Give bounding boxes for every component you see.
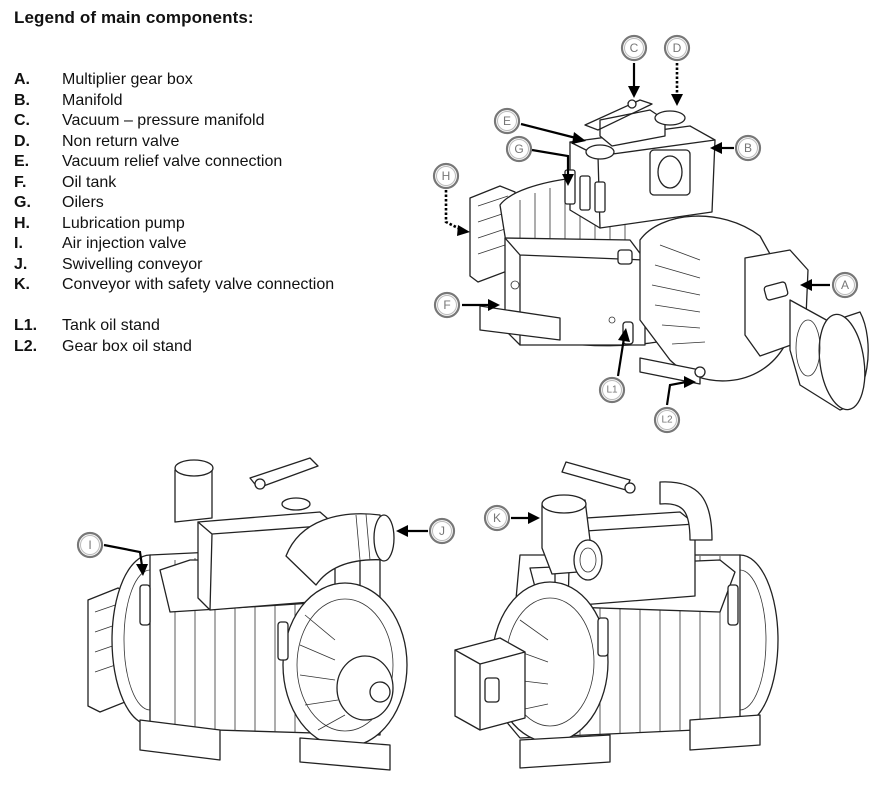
legend-key: C. — [14, 112, 30, 129]
legend-text: Air injection valve — [62, 235, 187, 252]
callout-h: H — [432, 162, 460, 190]
legend-text: Manifold — [62, 91, 123, 109]
legend-key: B. — [14, 91, 30, 109]
callout-d-label: D — [673, 41, 682, 55]
callout-f-label: F — [443, 298, 450, 312]
callout-f: F — [433, 291, 461, 319]
callout-e-label: E — [503, 114, 511, 128]
legend-text: Oilers — [62, 194, 104, 211]
legend-text: Oil tank — [62, 173, 117, 191]
pump-bottom-left-view — [87, 457, 408, 771]
legend-key: A. — [14, 71, 30, 88]
callout-j: J — [428, 517, 456, 545]
callout-g-label: G — [514, 142, 523, 156]
callout-i: I — [76, 531, 104, 559]
legend-key: L2. — [14, 337, 38, 355]
callout-k-label: K — [493, 511, 501, 525]
pump-top-view — [469, 99, 869, 411]
callout-a-label: A — [841, 278, 849, 292]
callout-d: D — [663, 34, 691, 62]
callout-l1-label: L1 — [606, 385, 618, 396]
legend-title: Legend of main components: — [14, 8, 254, 27]
callout-i-label: I — [88, 538, 91, 552]
callout-c: C — [620, 34, 648, 62]
callout-b: B — [734, 134, 762, 162]
pump-bottom-right-view — [454, 461, 779, 769]
callout-a: A — [831, 271, 859, 299]
legend-key: I. — [14, 235, 23, 252]
legend-key: L1. — [14, 317, 38, 334]
callout-l2-label: L2 — [661, 415, 673, 426]
callout-l2: L2 — [653, 406, 681, 434]
callout-l1: L1 — [598, 376, 626, 404]
legend-text: Vacuum – pressure manifold — [62, 112, 265, 129]
legend-text: Non return valve — [62, 132, 180, 150]
callout-k: K — [483, 504, 511, 532]
legend-text: Gear box oil stand — [62, 337, 192, 355]
callout-c-label: C — [630, 41, 639, 55]
legend-text: Tank oil stand — [62, 317, 160, 334]
legend-key: D. — [14, 132, 30, 150]
legend-text: Conveyor with safety valve connection — [62, 276, 335, 293]
legend-key: G. — [14, 194, 31, 211]
callout-arrows — [103, 63, 830, 576]
callout-h-label: H — [442, 169, 451, 183]
legend-key: K. — [14, 276, 30, 293]
legend-text: Vacuum relief valve connection — [62, 153, 283, 170]
legend-text: Multiplier gear box — [62, 71, 193, 88]
legend-key: E. — [14, 153, 30, 170]
legend-text: Lubrication pump — [62, 214, 185, 232]
callout-e: E — [493, 107, 521, 135]
legend-key: H. — [14, 214, 30, 232]
callout-g: G — [505, 135, 533, 163]
legend-key: J. — [14, 255, 28, 273]
callout-j-label: J — [439, 524, 445, 538]
legend-text: Swivelling conveyor — [62, 255, 203, 273]
legend-key: F. — [14, 173, 27, 191]
callout-b-label: B — [744, 141, 752, 155]
